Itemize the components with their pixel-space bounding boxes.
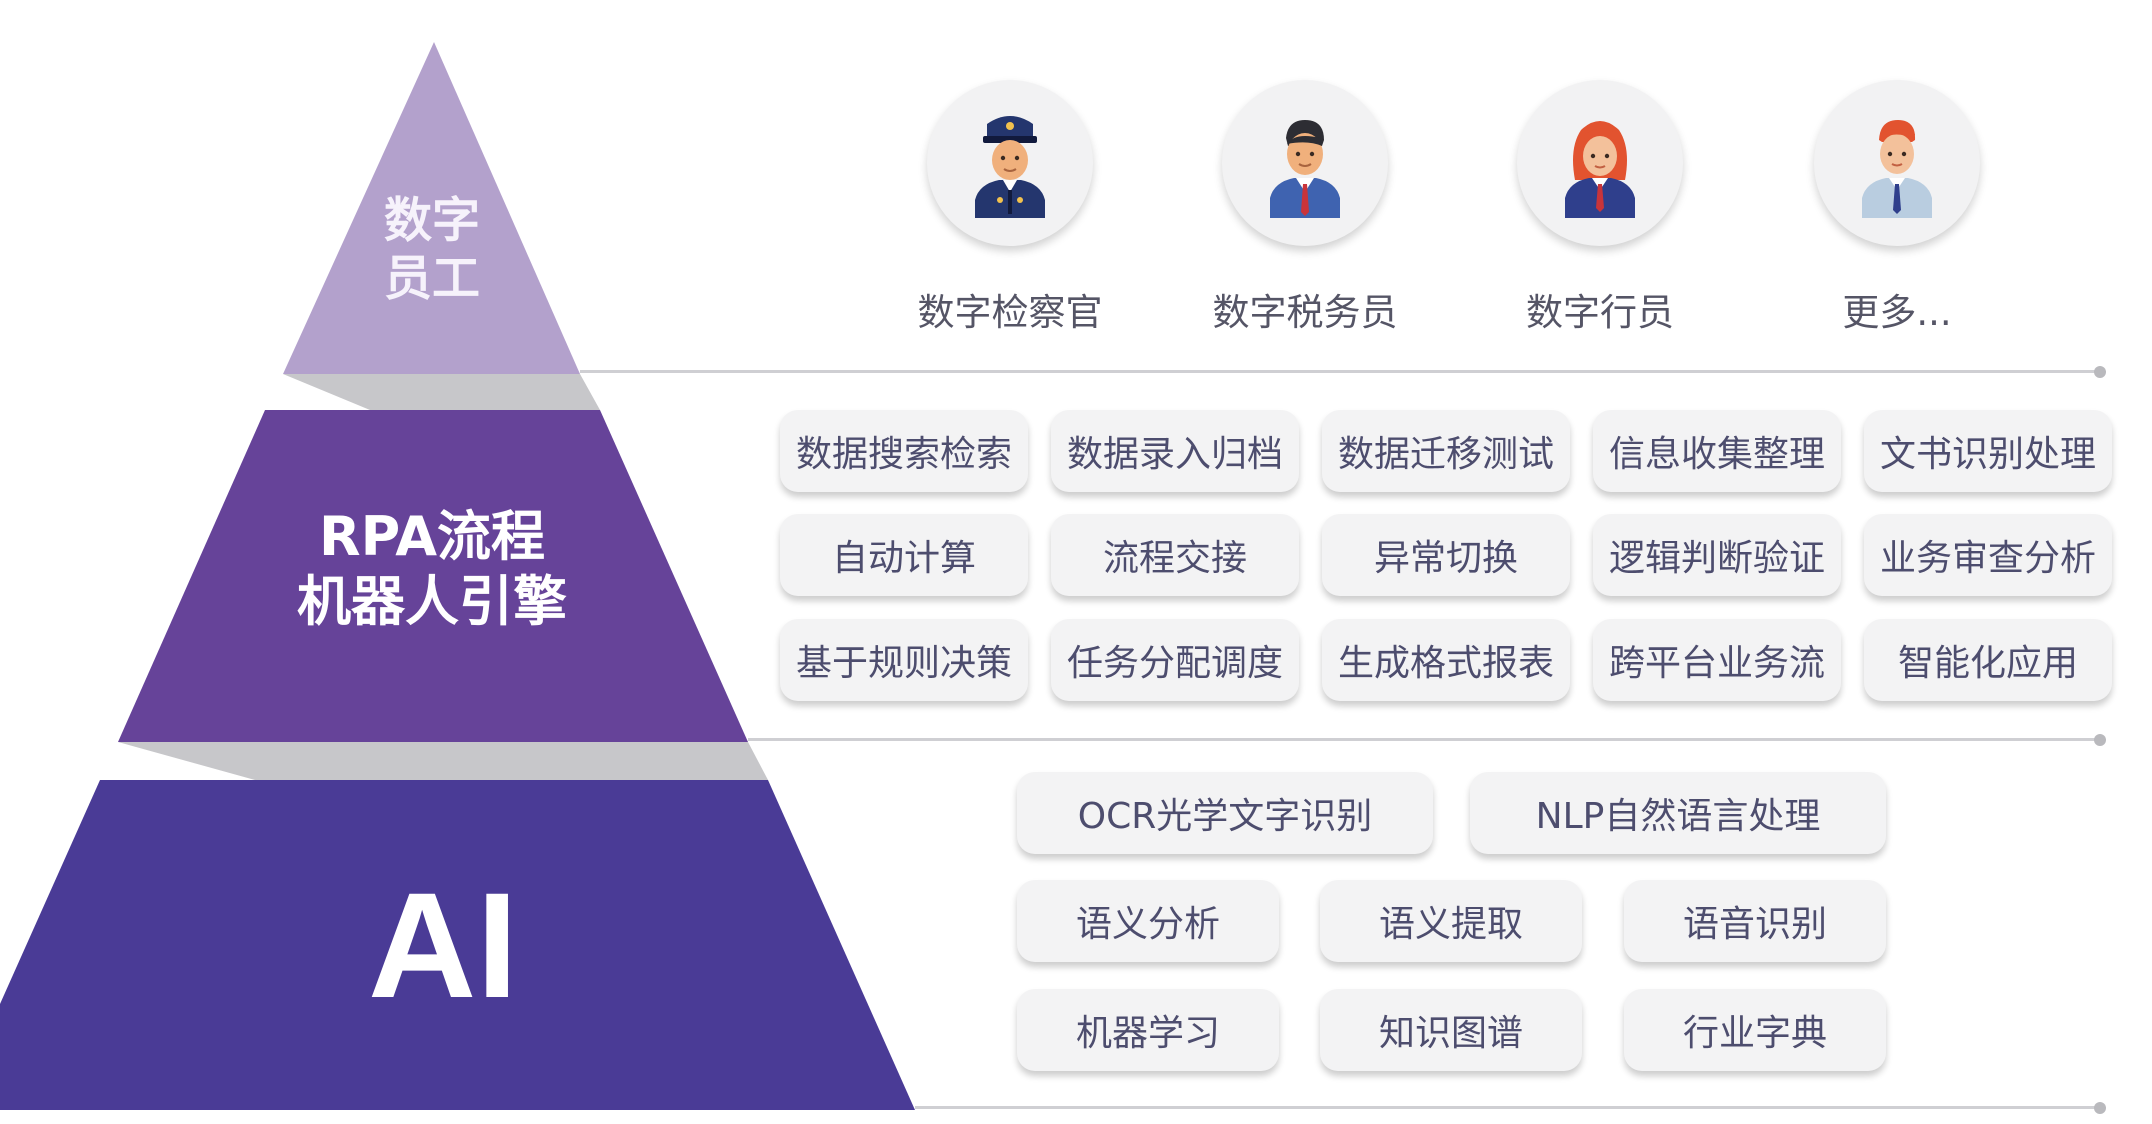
tier-label-rpa: RPA流程 机器人引擎 — [297, 505, 567, 635]
tier-top-digital-staff — [283, 42, 580, 374]
staff-card-bank-clerk[interactable]: 数字行员 — [1450, 80, 1750, 336]
ai-item[interactable]: 语音识别 — [1624, 880, 1886, 962]
staff-label: 数字检察官 — [917, 291, 1103, 334]
rpa-item[interactable]: 生成格式报表 — [1322, 619, 1570, 701]
rpa-item[interactable]: 业务审查分析 — [1864, 514, 2112, 596]
tier-bottom-ai — [0, 780, 915, 1110]
ai-item[interactable]: NLP自然语言处理 — [1470, 772, 1886, 854]
staff-card-prosecutor[interactable]: 数字检察官 — [860, 80, 1160, 336]
tier-label-line: RPA流程 — [319, 505, 545, 569]
staff-card-tax-officer[interactable]: 数字税务员 — [1155, 80, 1455, 336]
connector-middle-bottom — [118, 742, 768, 780]
divider-bottom — [915, 1101, 2106, 1114]
rpa-item[interactable]: 流程交接 — [1051, 514, 1299, 596]
ai-item[interactable]: 行业字典 — [1624, 989, 1886, 1071]
ai-item[interactable]: 机器学习 — [1017, 989, 1279, 1071]
rpa-item[interactable]: 任务分配调度 — [1051, 619, 1299, 701]
divider-middle — [748, 733, 2106, 746]
businessman-icon — [1222, 80, 1388, 246]
tier-label-ai: AI — [368, 861, 518, 1029]
rpa-item[interactable]: 异常切换 — [1322, 514, 1570, 596]
staff-label: 数字税务员 — [1212, 291, 1398, 334]
tier-label-line: 员工 — [383, 250, 481, 306]
tier-middle-rpa — [118, 410, 748, 742]
staff-card-more[interactable]: 更多... — [1747, 80, 2047, 336]
ai-item[interactable]: 语义分析 — [1017, 880, 1279, 962]
rpa-item[interactable]: 数据搜索检索 — [780, 410, 1028, 492]
rpa-item[interactable]: 文书识别处理 — [1864, 410, 2112, 492]
rpa-item[interactable]: 数据录入归档 — [1051, 410, 1299, 492]
rpa-item[interactable]: 信息收集整理 — [1593, 410, 1841, 492]
connector-top-middle — [283, 374, 600, 410]
tier-label-digital-staff: 数字 员工 — [384, 192, 480, 307]
ai-item[interactable]: 知识图谱 — [1320, 989, 1582, 1071]
rpa-item[interactable]: 自动计算 — [780, 514, 1028, 596]
rpa-item[interactable]: 数据迁移测试 — [1322, 410, 1570, 492]
police-officer-icon — [927, 80, 1093, 246]
ai-item[interactable]: OCR光学文字识别 — [1017, 772, 1433, 854]
rpa-item[interactable]: 逻辑判断验证 — [1593, 514, 1841, 596]
employee-icon — [1814, 80, 1980, 246]
businesswoman-icon — [1517, 80, 1683, 246]
rpa-item[interactable]: 跨平台业务流 — [1593, 619, 1841, 701]
divider-top — [580, 365, 2106, 378]
staff-label: 更多... — [1842, 291, 1952, 334]
rpa-item[interactable]: 基于规则决策 — [780, 619, 1028, 701]
tier-label-line: 数字 — [383, 192, 481, 249]
staff-label: 数字行员 — [1526, 291, 1674, 334]
pyramid-diagram — [0, 42, 915, 1110]
tier-label-line: 机器人引擎 — [297, 570, 567, 633]
rpa-item[interactable]: 智能化应用 — [1864, 619, 2112, 701]
ai-item[interactable]: 语义提取 — [1320, 880, 1582, 962]
